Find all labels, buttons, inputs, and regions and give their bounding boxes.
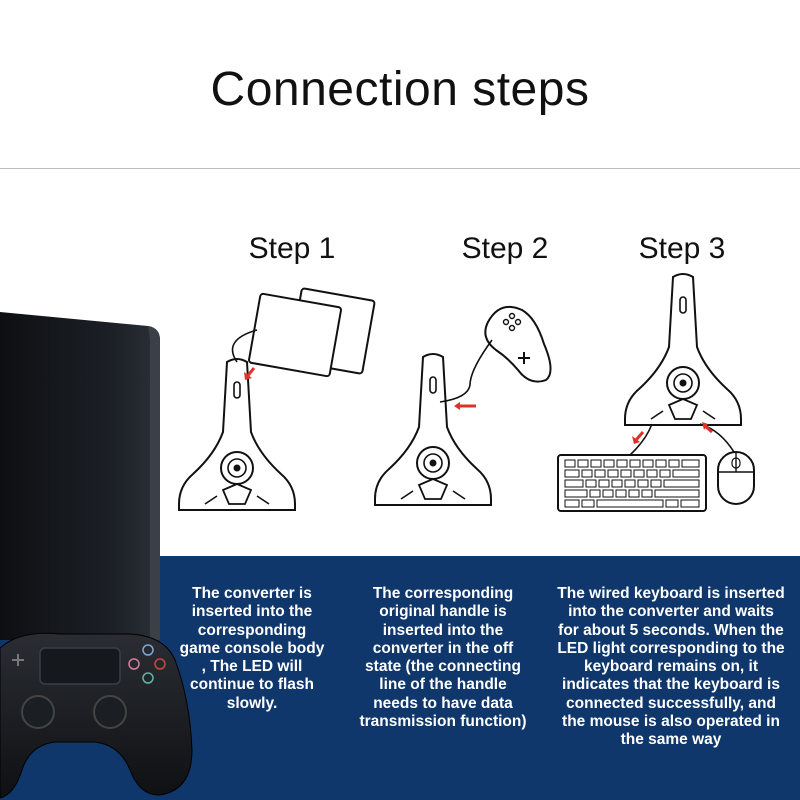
step-1-converter-illustration: [178, 287, 376, 511]
page-title: Connection steps: [210, 63, 590, 116]
mouse-icon: [717, 451, 755, 505]
step-3-heading: Step 3: [638, 232, 726, 265]
step-3-description: The wired keyboard is inserted into the …: [557, 585, 785, 749]
step-2-description: The corresponding original handle is ins…: [359, 585, 527, 731]
title-divider: [0, 168, 800, 169]
keyboard-icon: [557, 454, 707, 512]
step-3-keyboard-illustration: [557, 273, 755, 512]
steps-illustration: [178, 273, 755, 512]
step-2-handle-illustration: [374, 306, 552, 506]
controller-icon: [0, 632, 193, 799]
step-2-heading: Step 2: [461, 232, 549, 265]
step-1-description: The converter is inserted into the corre…: [179, 585, 325, 712]
step-1-heading: Step 1: [248, 232, 336, 265]
